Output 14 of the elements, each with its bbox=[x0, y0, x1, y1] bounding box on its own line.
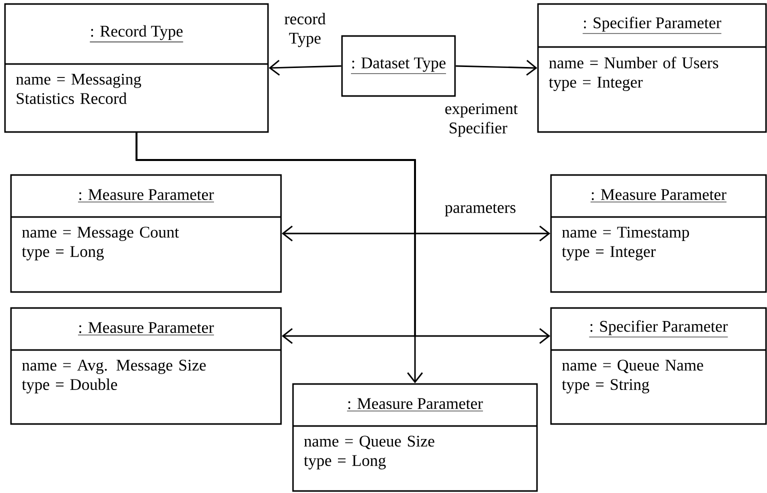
arrow bbox=[456, 60, 538, 76]
edge-label: experiment Specifier bbox=[443, 102, 518, 138]
edge-label: record Type bbox=[270, 12, 340, 48]
object-box: : Record Type name = Messaging Statistics Record bbox=[4, 3, 269, 133]
object-box: : Measure Parameter name = Timestamp type = Integer bbox=[550, 174, 767, 293]
arrow bbox=[136, 132, 423, 384]
object-box: : Measure Parameter name = Queue Size type = Long bbox=[292, 383, 538, 492]
arrow bbox=[268, 60, 342, 76]
object-box: : Measure Parameter name = Message Count type = Long bbox=[10, 174, 282, 293]
edge-label: parameters bbox=[443, 202, 516, 218]
object-box: : Measure Parameter name = Avg. Message Size type = Double bbox=[10, 307, 282, 425]
object-box: : Specifier Parameter name = Queue Name type = String bbox=[550, 307, 767, 425]
object-box: : Specifier Parameter name = Number of Users type = Integer bbox=[537, 3, 767, 133]
object-box: : Dataset Type bbox=[341, 35, 456, 97]
